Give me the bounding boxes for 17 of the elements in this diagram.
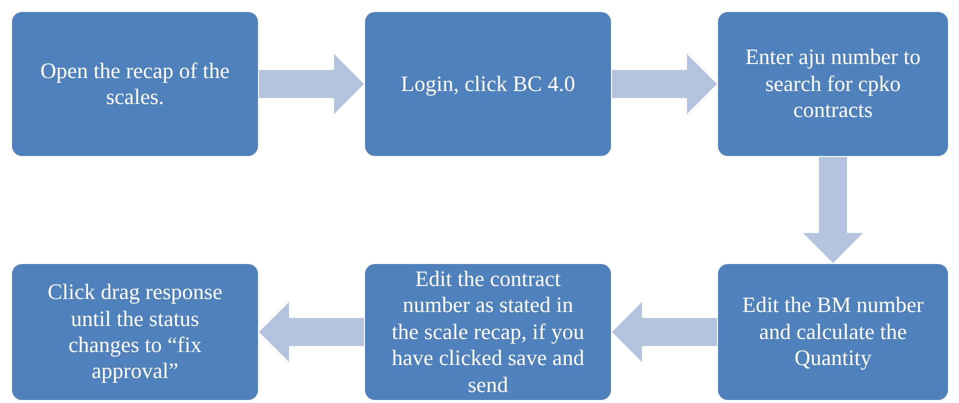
step-text: Open the recap of the scales.: [39, 58, 231, 110]
process-box: [718, 264, 948, 400]
process-box: [365, 264, 611, 400]
step-text: Login, click BC 4.0: [400, 70, 576, 98]
block-arrow: [259, 302, 364, 362]
block-arrow: [259, 54, 364, 114]
step-text: Edit the BM number and calculate the Quantity: [741, 292, 925, 372]
process-box: [718, 12, 948, 156]
step-text: Click drag response until the status changes to “fix approval”: [46, 279, 224, 385]
block-arrow: [612, 302, 717, 362]
process-box: [12, 12, 258, 156]
block-arrow: [803, 157, 863, 263]
step-text: Enter aju number to search for cpko contracts: [744, 44, 922, 124]
step-text: Edit the contract number as stated in the scale recap, if you have clicked save and send: [390, 266, 586, 398]
process-box: [365, 12, 611, 156]
block-arrow: [612, 54, 717, 114]
process-box: [12, 264, 258, 400]
